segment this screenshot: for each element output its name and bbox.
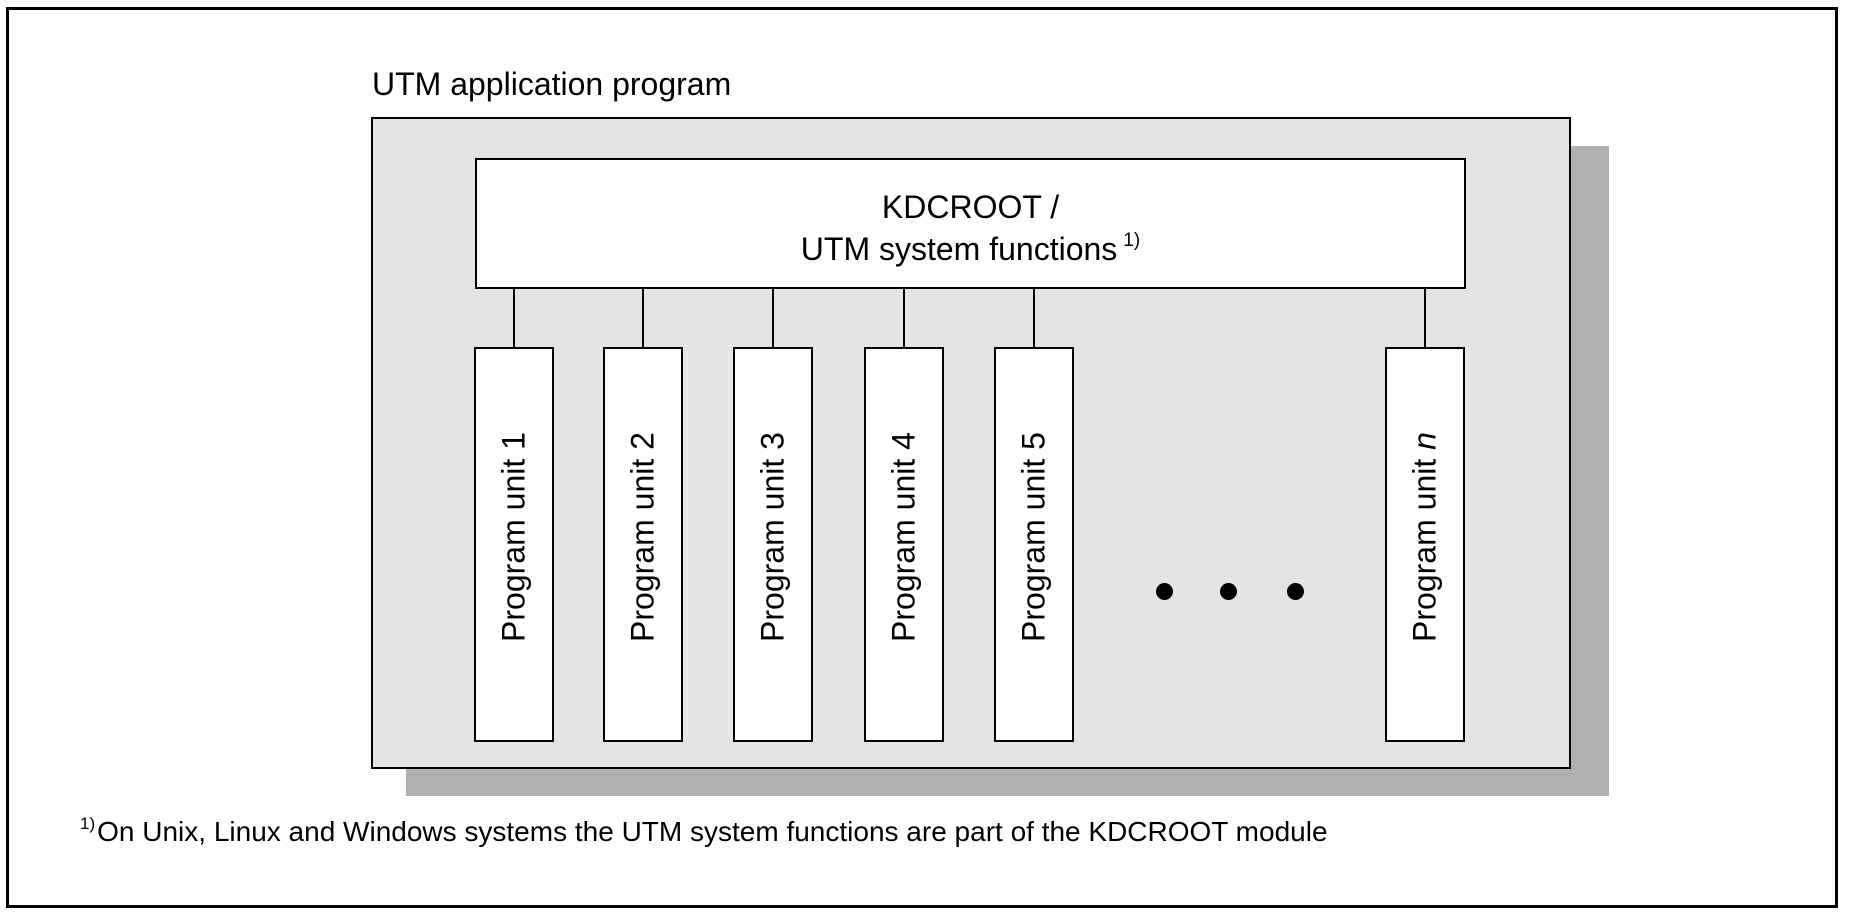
footnote-marker: 1)	[1123, 230, 1141, 251]
program-unit-label: Program unit 1	[495, 431, 532, 642]
connector-line-4	[903, 287, 905, 349]
connector-line-2	[642, 287, 644, 349]
connector-line-3	[772, 287, 774, 349]
connector-line-1	[513, 287, 515, 349]
connector-line-n	[1424, 287, 1426, 349]
program-unit-5: Program unit 5	[994, 347, 1074, 742]
program-unit-label: Program unit n	[1406, 431, 1443, 642]
kdcroot-label: KDCROOT /	[881, 189, 1060, 225]
footnote: 1)On Unix, Linux and Windows systems the…	[80, 814, 1328, 848]
program-unit-label: Program unit 2	[624, 431, 661, 642]
system-functions-label: UTM system functions	[800, 231, 1118, 267]
program-unit-label: Program unit 3	[754, 431, 791, 642]
program-unit-4: Program unit 4	[864, 347, 944, 742]
footnote-text: On Unix, Linux and Windows systems the U…	[97, 816, 1328, 847]
ellipsis-dot-2	[1220, 583, 1237, 600]
connector-line-5	[1033, 287, 1035, 349]
ellipsis-dot-3	[1287, 583, 1304, 600]
program-unit-2: Program unit 2	[603, 347, 683, 742]
program-unit-label: Program unit 5	[1015, 431, 1052, 642]
footnote-marker: 1)	[80, 814, 96, 833]
program-unit-label: Program unit 4	[885, 431, 922, 642]
app-program-title: UTM application program	[372, 66, 732, 102]
program-unit-1: Program unit 1	[474, 347, 554, 742]
program-unit-3: Program unit 3	[733, 347, 813, 742]
program-unit-n: Program unit n	[1385, 347, 1465, 742]
ellipsis-dot-1	[1156, 583, 1173, 600]
